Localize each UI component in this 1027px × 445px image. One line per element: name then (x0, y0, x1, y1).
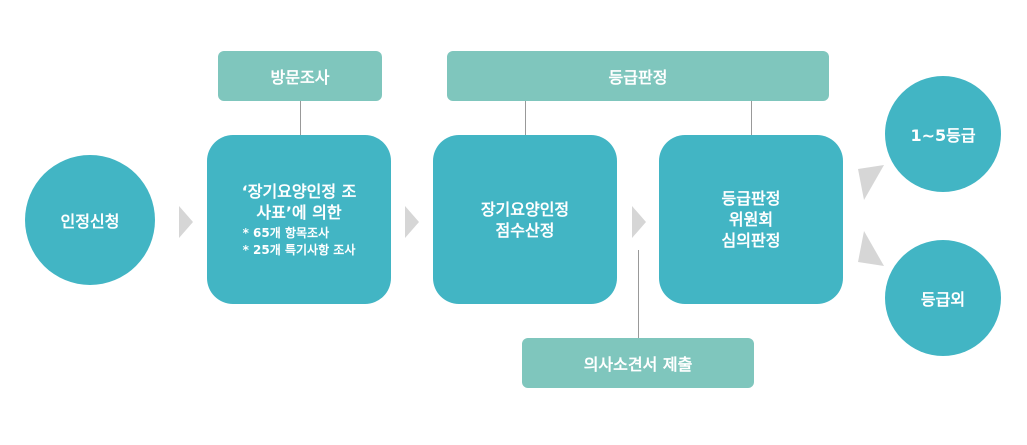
score-line1: 장기요양인정 (480, 199, 570, 219)
grade-1-5-text: 1~5등급 (910, 126, 976, 145)
survey-box: ‘장기요양인정 조 사표’에 의한 * 65개 항목조사 * 25개 특기사항 … (207, 135, 391, 304)
score-line2: 점수산정 (495, 220, 555, 240)
grade-decision-label: 등급판정 (447, 51, 829, 101)
application-text: 인정신청 (60, 212, 120, 231)
committee-line3: 심의판정 (721, 231, 781, 250)
connector-visit-survey (300, 101, 301, 136)
doctor-opinion-text: 의사소견서 제출 (583, 355, 693, 374)
survey-title-line1: ‘장기요양인정 조 (241, 181, 357, 201)
committee-box: 등급판정 위원회 심의판정 (659, 135, 843, 304)
connector-doctor-opinion (638, 250, 639, 338)
score-box: 장기요양인정 점수산정 (433, 135, 617, 304)
grade-outside-circle: 등급외 (885, 240, 1001, 356)
branch-arrow-down (858, 231, 884, 266)
connector-score (525, 101, 526, 136)
grade-decision-text: 등급판정 (608, 68, 668, 87)
survey-title-line2: 사표’에 의한 (256, 202, 342, 222)
flow-arrow-1 (179, 206, 193, 238)
connector-committee (751, 101, 752, 136)
application-circle: 인정신청 (25, 155, 155, 285)
visit-survey-label: 방문조사 (218, 51, 382, 101)
grade-1-5-circle: 1~5등급 (885, 76, 1001, 192)
grade-outside-text: 등급외 (920, 290, 966, 309)
committee-line2: 위원회 (728, 210, 774, 229)
flow-arrow-2 (405, 206, 419, 238)
survey-bullet: * 25개 특기사항 조사 (242, 242, 356, 257)
committee-line1: 등급판정 (721, 189, 781, 208)
doctor-opinion-label: 의사소견서 제출 (522, 338, 754, 388)
flow-arrow-3 (632, 206, 646, 238)
survey-bullet: * 65개 항목조사 (242, 225, 330, 240)
branch-arrow-up (858, 165, 884, 200)
survey-bullet-list: * 65개 항목조사 * 25개 특기사항 조사 (243, 225, 356, 259)
visit-survey-text: 방문조사 (270, 68, 330, 87)
